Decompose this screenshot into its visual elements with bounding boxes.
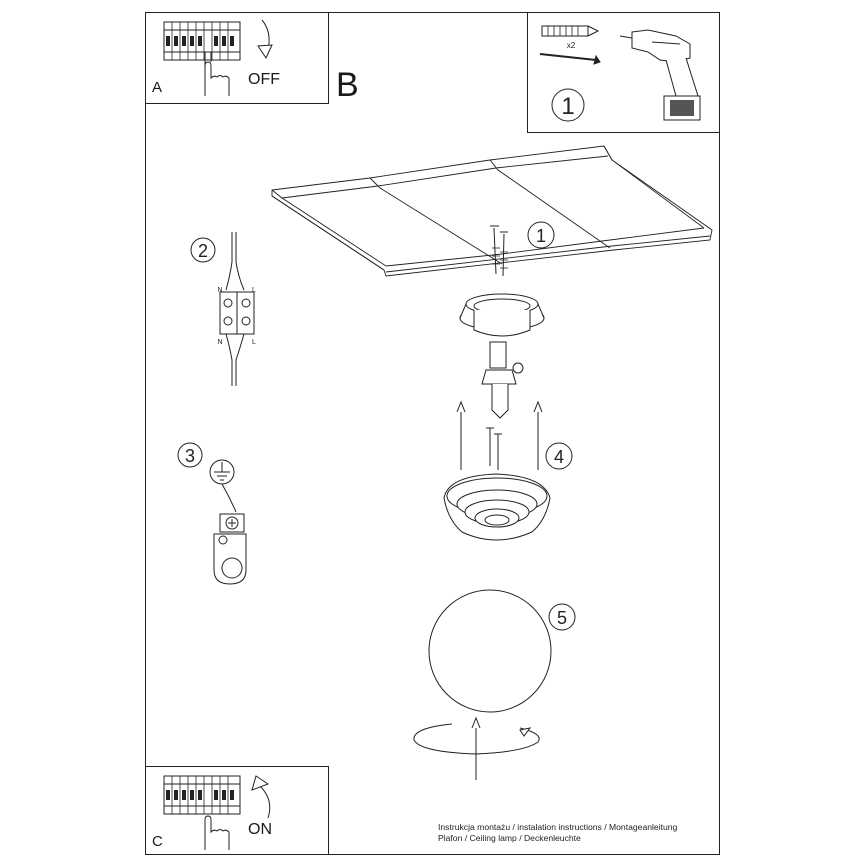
- step-2-number: 2: [198, 241, 208, 261]
- step-3-number: 3: [185, 446, 195, 466]
- hand-icon: [204, 52, 230, 96]
- ground-terminal-icon: [209, 459, 247, 585]
- tools-step-marker: [551, 88, 585, 122]
- switch-off-arrow-icon: [257, 19, 273, 60]
- mounting-base-icon: [459, 293, 545, 337]
- switch-on-arrow-icon: [251, 775, 271, 819]
- step-4-marker: [545, 442, 573, 470]
- wall-plug-icon: [541, 25, 600, 37]
- instruction-sheet-frame: [145, 12, 720, 855]
- panel-b-letter: B: [336, 66, 359, 104]
- step-5-number: 5: [557, 608, 567, 628]
- step-5-marker: [548, 603, 576, 631]
- screw-icon: [539, 53, 601, 65]
- suspended-ceiling-icon: [271, 145, 713, 277]
- lamp-canopy-icon: [443, 473, 551, 541]
- tools-step-number: 1: [561, 93, 574, 120]
- rotate-arrow-icon: [413, 716, 540, 780]
- step-2-marker: [190, 237, 216, 263]
- mounting-screw-icon: [486, 427, 502, 470]
- step-1-number: 1: [536, 226, 546, 246]
- panel-c-action: ON: [248, 821, 272, 838]
- neutral-label: N: [217, 287, 222, 294]
- up-arrow-icon: [456, 400, 543, 470]
- circuit-breaker-panel-icon: [163, 775, 241, 850]
- footer-line-1: Instrukcja montażu / instalation instruc…: [438, 822, 678, 832]
- live-label: L: [252, 339, 256, 346]
- footer-caption: Instrukcja montażu / instalation instruc…: [438, 822, 677, 844]
- footer-line-2: Plafon / Ceiling lamp / Deckenleuchte: [438, 833, 581, 843]
- step-4-number: 4: [554, 447, 564, 467]
- power-drill-icon: [619, 29, 701, 121]
- wiring-connector-icon: [219, 232, 255, 386]
- step-1-marker: [527, 221, 555, 249]
- step-3-marker: [177, 442, 203, 468]
- lamp-socket-icon: [481, 341, 524, 419]
- panel-a-letter: A: [152, 79, 163, 96]
- quantity-label: x2: [567, 41, 576, 50]
- glass-globe-icon: [428, 589, 552, 713]
- ceiling-screw-icon: [490, 225, 508, 277]
- panel-c-letter: C: [152, 833, 163, 850]
- live-label: L: [252, 287, 256, 294]
- neutral-label: N: [217, 339, 222, 346]
- circuit-breaker-panel-icon: [163, 21, 241, 61]
- panel-a-action: OFF: [248, 71, 280, 88]
